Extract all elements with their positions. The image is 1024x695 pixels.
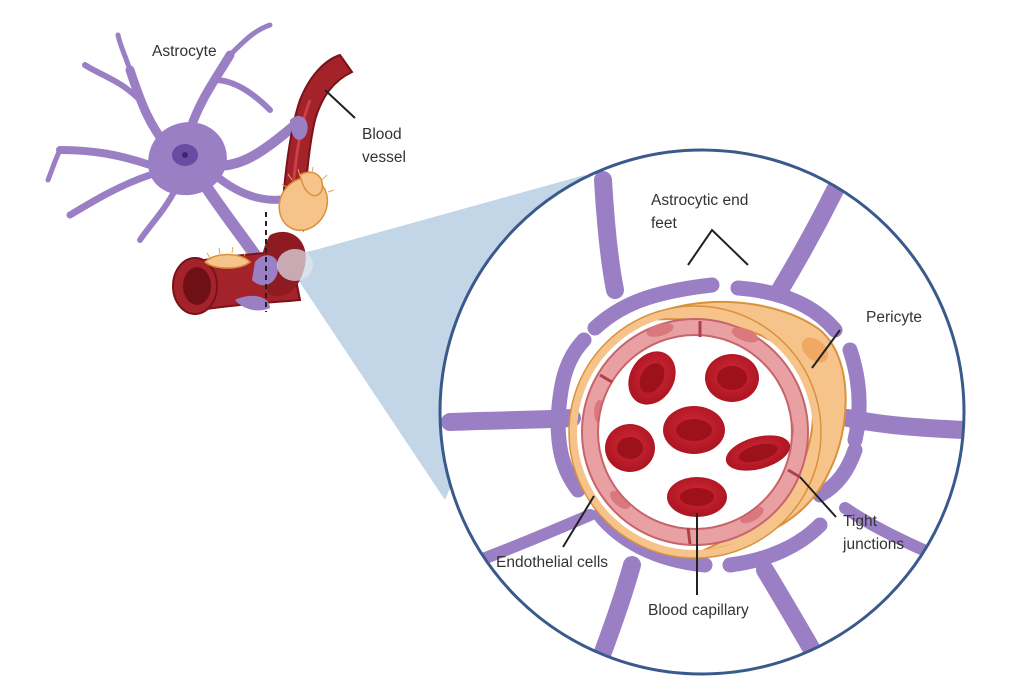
label-blood-vessel-1: Blood	[362, 126, 402, 143]
red-blood-cells	[605, 351, 791, 517]
label-pericyte: Pericyte	[866, 309, 922, 326]
blood-vessel-illustration	[172, 53, 354, 315]
rbc	[628, 351, 676, 405]
label-tight-junctions-2: junctions	[842, 536, 904, 553]
label-astrocyte: Astrocyte	[152, 43, 217, 60]
label-endothelial-cells: Endothelial cells	[496, 554, 608, 571]
pericyte-small	[203, 171, 329, 269]
label-tight-junctions-1: Tight	[843, 513, 878, 530]
rbc	[605, 424, 655, 472]
rbc	[705, 354, 759, 402]
cross-section-circle	[438, 148, 966, 676]
label-blood-capillary: Blood capillary	[648, 602, 749, 619]
leader-lines	[324, 89, 841, 595]
astrocytic-end-feet	[550, 277, 867, 573]
label-astrocytic-end-feet-1: Astrocytic end	[651, 192, 748, 209]
rbc	[725, 435, 791, 471]
label-astrocytic-end-feet-2: feet	[651, 215, 678, 232]
label-blood-vessel-2: vessel	[362, 149, 406, 166]
rbc	[663, 406, 725, 454]
rbc	[667, 477, 727, 517]
astrocyte-illustration	[45, 22, 304, 271]
tight-junction-marks	[599, 321, 801, 545]
